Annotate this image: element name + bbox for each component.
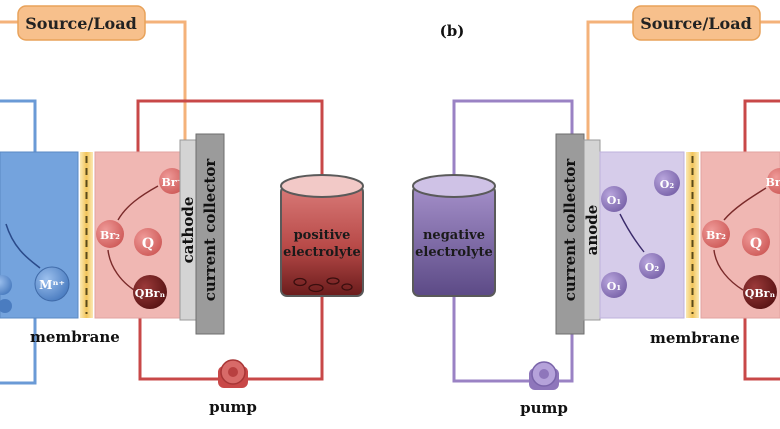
pump-left-icon bbox=[218, 359, 248, 388]
source-load-box-left bbox=[17, 5, 146, 41]
positive-tank-line2: electrolyte bbox=[283, 245, 361, 260]
negative-tank-line2: electrolyte bbox=[415, 245, 493, 260]
wire-negative-loop-bottom bbox=[452, 296, 574, 383]
pump-label-right: pump bbox=[520, 399, 568, 417]
anode-label-line2: current collector bbox=[561, 158, 579, 302]
panel-b-label: (b) bbox=[440, 22, 465, 40]
wire-right-positive-bottom bbox=[743, 318, 780, 381]
ion-br2-label-left: Br₂ bbox=[100, 229, 120, 242]
pump-label-left: pump bbox=[209, 398, 257, 416]
ion-qbrn-right bbox=[743, 275, 777, 309]
wire-negative-bottom bbox=[0, 318, 37, 385]
arrow-mn-left bbox=[5, 223, 41, 269]
cathode-label-line2: current collector bbox=[201, 158, 219, 302]
pump-right-icon bbox=[529, 361, 559, 390]
arrow-qbrn-right bbox=[713, 249, 744, 291]
cathode-label-line1: cathode bbox=[179, 197, 197, 264]
ion-o1-top bbox=[601, 186, 627, 212]
negative-electrolyte-tank bbox=[412, 174, 496, 297]
arrow-qbrn-left bbox=[107, 249, 135, 291]
ion-qbrn-label-right: QBrₙ bbox=[745, 287, 776, 300]
ion-br2-right bbox=[702, 220, 730, 248]
wire-right-positive-top bbox=[743, 99, 780, 152]
wire-positive-loop-top bbox=[136, 99, 324, 186]
arrow-o1-o2 bbox=[619, 213, 645, 253]
ion-o1-bottom-label: O₁ bbox=[607, 280, 622, 293]
positive-electrolyte-tank bbox=[280, 174, 364, 297]
wire-negative-top bbox=[0, 99, 37, 152]
ion-o2-top bbox=[654, 170, 680, 196]
membrane-label-left: membrane bbox=[30, 328, 120, 346]
ion-qbrn-label-left: QBrₙ bbox=[135, 287, 166, 300]
membrane-label-right: membrane bbox=[650, 329, 740, 347]
ion-mn-label: Mⁿ⁺ bbox=[39, 278, 65, 292]
ion-br-minus-right bbox=[767, 168, 780, 194]
source-load-label-right: Source/Load bbox=[640, 14, 752, 33]
wire-negative-loop-top bbox=[452, 99, 574, 186]
ion-o1-top-label: O₁ bbox=[607, 194, 622, 207]
ion-q-label-left: Q bbox=[142, 236, 154, 252]
ion-br-minus-label-right: Br⁻ bbox=[766, 176, 780, 189]
negative-tank-line1: negative bbox=[423, 228, 485, 243]
ion-partial-left-2 bbox=[0, 299, 12, 313]
ion-q-right bbox=[742, 228, 770, 256]
ion-br2-label-right: Br₂ bbox=[706, 229, 726, 242]
ion-br-minus-label-left: Br⁻ bbox=[162, 176, 183, 189]
cathode-current-collector bbox=[195, 133, 225, 335]
ion-o2-top-label: O₂ bbox=[660, 178, 675, 191]
ion-br2-left bbox=[96, 220, 124, 248]
ion-q-left bbox=[134, 228, 162, 256]
anode-label-line1: anode bbox=[583, 205, 601, 256]
ion-o1-bottom bbox=[601, 272, 627, 298]
ion-partial-left bbox=[0, 275, 12, 295]
ion-mn-left bbox=[34, 266, 70, 302]
source-load-label-left: Source/Load bbox=[25, 14, 137, 33]
anode-current-collector bbox=[555, 133, 585, 335]
ion-qbrn-left bbox=[133, 275, 167, 309]
arrow-br-right bbox=[723, 187, 767, 221]
wire-cathode-source bbox=[145, 20, 187, 152]
ion-o2-mid-label: O₂ bbox=[645, 261, 660, 274]
ion-q-label-right: Q bbox=[750, 236, 762, 252]
source-load-box-right bbox=[632, 5, 761, 41]
ion-br-minus-left bbox=[159, 168, 185, 194]
wire-anode-source bbox=[586, 20, 633, 152]
positive-tank-line1: positive bbox=[294, 228, 351, 243]
arrow-br-left bbox=[117, 185, 159, 221]
ion-o2-mid bbox=[639, 253, 665, 279]
